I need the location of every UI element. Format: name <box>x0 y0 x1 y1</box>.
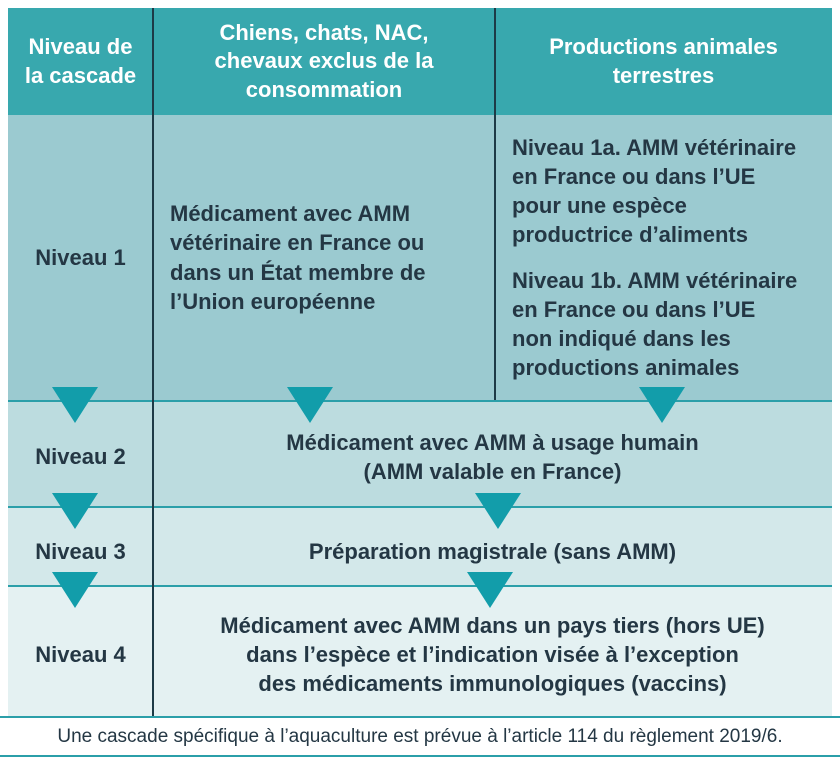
niveau-1a-text: Niveau 1a. AMM vétérinaire en France ou … <box>512 134 797 248</box>
cascade-arrow-down-icon <box>639 387 685 423</box>
niveau-3-cell: Préparation magistrale (sans AMM) <box>308 538 677 564</box>
table-header-row: Niveau de la cascade Chiens, chats, NAC,… <box>8 8 832 115</box>
row-niveau-3: Niveau 3 Préparation magistrale (sans AM… <box>8 506 832 585</box>
level-4-text: Niveau 4 <box>35 641 126 667</box>
row-niveau-2: Niveau 2 Médicament avec AMM à usage hum… <box>8 400 832 506</box>
level-label-2: Niveau 2 <box>8 402 153 506</box>
cascade-arrow-down-icon <box>467 572 513 608</box>
cascade-arrow-down-icon <box>475 493 521 529</box>
niveau-2-cell: Médicament avec AMM à usage humain (AMM … <box>286 429 699 484</box>
niveau-1-companion-cell: Médicament avec AMM vétérinaire en Franc… <box>170 201 426 314</box>
niveau-4-cell: Médicament avec AMM dans un pays tiers (… <box>220 612 765 697</box>
row-niveau-4: Niveau 4 Médicament avec AMM dans un pay… <box>8 585 832 716</box>
cascade-arrow-down-icon <box>52 493 98 529</box>
column-divider-2 <box>494 8 496 400</box>
level-label-3: Niveau 3 <box>8 508 153 585</box>
cascade-arrow-down-icon <box>287 387 333 423</box>
column-divider-1 <box>152 8 154 716</box>
header-companion-animals: Chiens, chats, NAC, chevaux exclus de la… <box>214 19 434 102</box>
header-cascade-level: Niveau de la cascade <box>24 33 137 88</box>
niveau-1b-text: Niveau 1b. AMM vétérinaire en France ou … <box>512 267 798 381</box>
level-2-text: Niveau 2 <box>35 444 126 469</box>
level-1-text: Niveau 1 <box>35 244 126 270</box>
level-3-text: Niveau 3 <box>35 538 126 564</box>
header-terrestrial-productions: Productions animales terrestres <box>549 33 778 88</box>
cascade-table: Niveau de la cascade Chiens, chats, NAC,… <box>8 8 832 716</box>
footnote-text: Une cascade spécifique à l’aquaculture e… <box>57 725 783 747</box>
cascade-arrow-down-icon <box>52 572 98 608</box>
level-label-1: Niveau 1 <box>8 115 153 400</box>
row-niveau-1: Niveau 1 Médicament avec AMM vétérinaire… <box>8 115 832 400</box>
niveau-1-terrestrial-cell: Niveau 1a. AMM vétérinaire en France ou … <box>495 115 832 400</box>
cascade-arrow-down-icon <box>52 387 98 423</box>
footnote: Une cascade spécifique à l’aquaculture e… <box>0 716 840 757</box>
level-label-4: Niveau 4 <box>8 587 153 716</box>
